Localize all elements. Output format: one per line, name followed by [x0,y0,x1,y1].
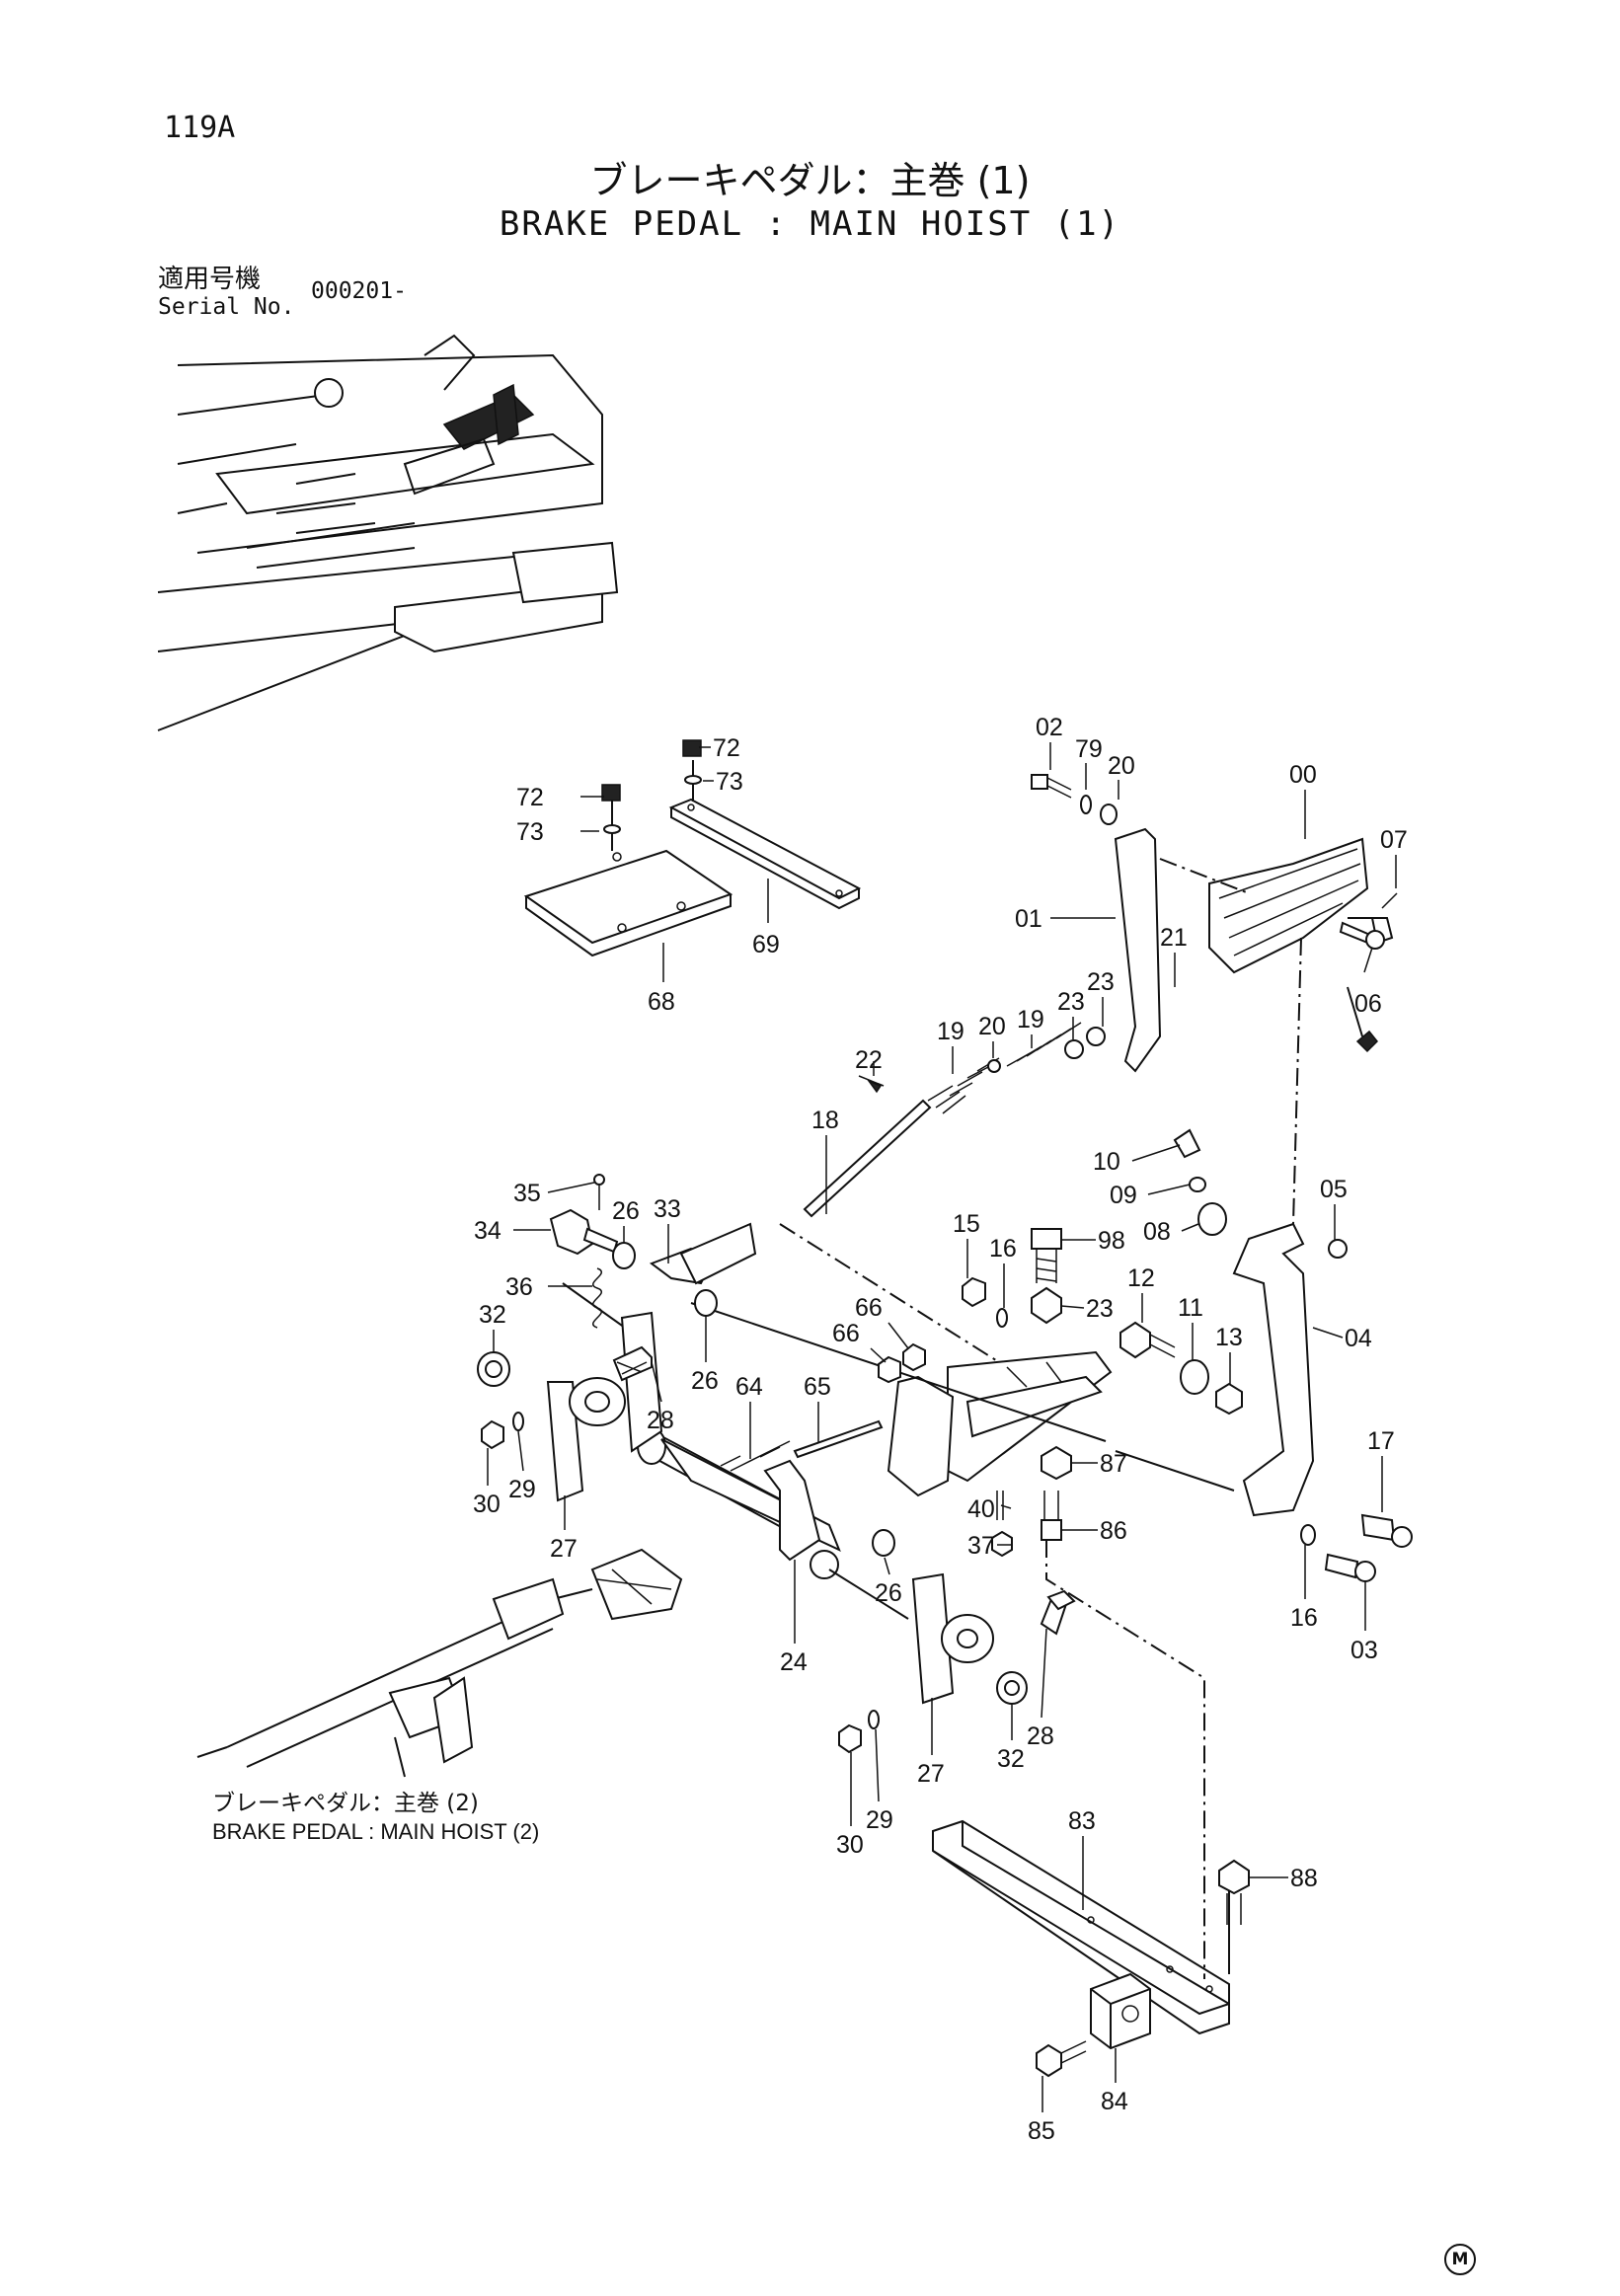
callout-66: 66 [832,1320,860,1347]
callout-12: 12 [1127,1264,1155,1292]
callout-73: 73 [716,768,743,796]
callout-19: 19 [1017,1006,1044,1033]
callout-87: 87 [1100,1450,1127,1478]
callout-17: 17 [1367,1427,1395,1455]
callout-21: 21 [1160,924,1188,952]
page-number: 119A [164,111,236,145]
callout-06: 06 [1354,990,1382,1018]
reference-label-en: BRAKE PEDAL : MAIN HOIST (2) [212,1819,540,1844]
page-title-en: BRAKE PEDAL : MAIN HOIST (1) [499,204,1121,244]
callout-01: 01 [1015,905,1042,933]
callout-13: 13 [1215,1324,1243,1351]
callout-28: 28 [647,1407,674,1434]
callout-37: 37 [967,1532,995,1560]
callout-11: 11 [1178,1294,1203,1322]
callout-10: 10 [1093,1148,1120,1176]
callout-35: 35 [513,1180,541,1207]
callout-23: 23 [1057,988,1085,1016]
callout-32: 32 [479,1301,506,1329]
serial-label-en: Serial No. [158,294,295,320]
m-mark: M [1444,2244,1476,2275]
overview-illustration [157,334,619,731]
callout-29: 29 [866,1806,893,1834]
callout-24: 24 [780,1648,808,1676]
callout-07: 07 [1380,826,1408,854]
callout-29: 29 [508,1476,536,1503]
callout-23: 23 [1086,1295,1114,1323]
page-title-jp: ブレーキペダル：主巻 (1) [589,159,1031,202]
callout-66: 66 [855,1294,883,1322]
callout-16: 16 [989,1235,1017,1263]
callout-20: 20 [1108,752,1135,780]
callout-00: 00 [1289,761,1317,789]
callout-68: 68 [648,988,675,1016]
callout-34: 34 [474,1217,501,1245]
callout-98: 98 [1098,1227,1125,1255]
hardware [477,774,1413,2078]
callout-03: 03 [1350,1637,1378,1664]
callout-27: 27 [550,1535,578,1563]
callout-02: 02 [1036,714,1063,741]
callout-40: 40 [967,1495,995,1523]
reference-label-jp: ブレーキペダル：主巻 (2) [212,1791,479,1816]
callout-79: 79 [1075,735,1103,763]
shaft-assembly [546,1222,1235,1705]
callout-20: 20 [978,1013,1006,1040]
cover-plates [523,739,862,957]
callout-18: 18 [811,1107,839,1134]
callout-27: 27 [917,1760,945,1788]
callout-86: 86 [1100,1517,1127,1545]
callout-88: 88 [1290,1865,1318,1892]
lower-linkage [196,1548,683,1778]
callout-64: 64 [735,1373,763,1401]
callout-32: 32 [997,1745,1025,1773]
callout-69: 69 [752,931,780,958]
callout-26: 26 [612,1197,640,1225]
callout-04: 04 [1345,1325,1372,1352]
callout-19: 19 [937,1018,964,1045]
spring-rod [779,1022,1106,1378]
serial-label-jp: 適用号機 [158,265,262,294]
callout-30: 30 [836,1831,864,1859]
callout-28: 28 [1027,1722,1054,1750]
callout-22: 22 [855,1046,883,1074]
callout-72: 72 [713,734,740,762]
callout-65: 65 [804,1373,831,1401]
callout-08: 08 [1143,1218,1171,1246]
callout-labels: 72 73 72 73 68 69 02 79 20 00 07 01 21 0… [473,714,1408,2145]
pedal-assembly [1114,827,1394,1517]
callout-16: 16 [1290,1604,1318,1632]
callout-85: 85 [1028,2117,1055,2145]
callout-26: 26 [875,1579,902,1607]
callout-23: 23 [1087,968,1115,996]
serial-value: 000201- [311,278,407,304]
crossmember [932,1540,1230,2050]
callout-73: 73 [516,818,544,846]
callout-84: 84 [1101,2088,1128,2115]
leader-lines [487,742,1397,2112]
callout-72: 72 [516,784,544,811]
callout-36: 36 [505,1273,533,1301]
callout-09: 09 [1110,1182,1137,1209]
callout-30: 30 [473,1491,501,1518]
callout-15: 15 [953,1210,980,1238]
callout-33: 33 [654,1195,681,1223]
callout-83: 83 [1068,1807,1096,1835]
callout-05: 05 [1320,1176,1348,1203]
callout-26: 26 [691,1367,719,1395]
